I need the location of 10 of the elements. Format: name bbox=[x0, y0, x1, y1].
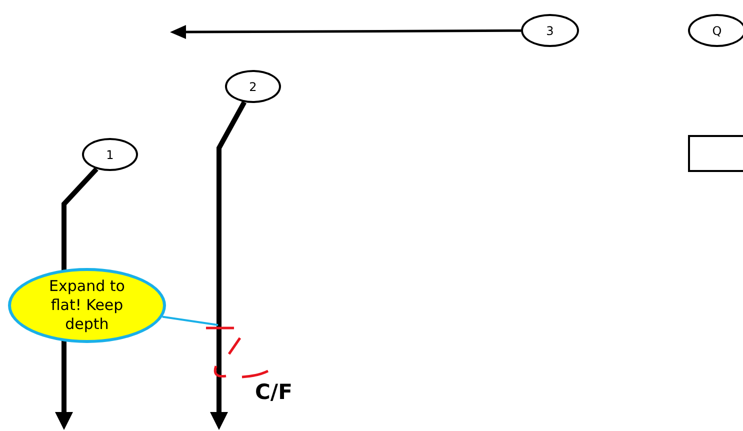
center-box bbox=[688, 135, 743, 172]
callout-bubble: Expand to flat! Keep depth bbox=[8, 268, 166, 343]
route-arrow bbox=[170, 25, 521, 39]
player-circle: 1 bbox=[82, 138, 138, 171]
player-circle: 3 bbox=[521, 14, 579, 47]
player-circle: 2 bbox=[225, 70, 281, 103]
leader-line bbox=[162, 316, 218, 326]
player-circle: Q bbox=[688, 14, 743, 47]
route-arrow bbox=[210, 100, 247, 430]
route-label: C/F bbox=[255, 380, 292, 404]
